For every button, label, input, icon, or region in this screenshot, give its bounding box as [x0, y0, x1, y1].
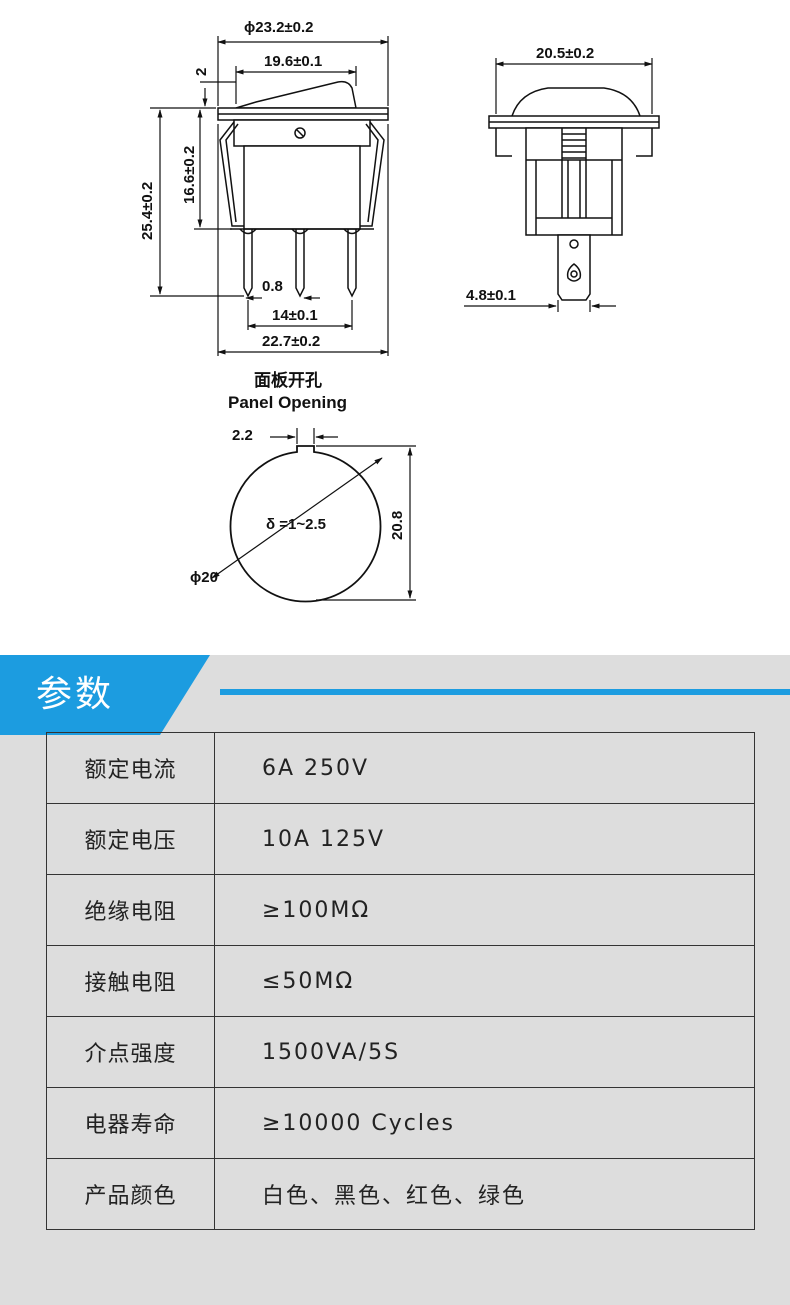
dim-flange-width: 20.5±0.2: [536, 45, 594, 62]
screw-hole: [294, 127, 306, 139]
side-body: [525, 127, 623, 236]
spec-value: 6A 250V: [214, 732, 755, 804]
spec-value: ≥10000 Cycles: [214, 1087, 755, 1159]
panel-opening-title-en: Panel Opening: [228, 393, 347, 412]
side-view: [488, 87, 660, 301]
spec-label: 绝缘电阻: [46, 874, 215, 946]
spec-value: ≤50MΩ: [214, 945, 755, 1017]
side-clip-right: [636, 128, 653, 157]
right-clip: [360, 121, 385, 227]
table-row: 介点强度 1500VA/5S: [46, 1016, 755, 1088]
dim-rocker-offset: 2: [193, 68, 210, 76]
dim-terminal-pitch: 14±0.1: [272, 307, 318, 324]
dim-panel-thickness: δ =1~2.5: [266, 516, 326, 533]
dim-body-width: 22.7±0.2: [262, 333, 320, 350]
spring: [561, 128, 587, 218]
front-view: [217, 80, 389, 298]
dim-total-height: 25.4±0.2: [139, 182, 156, 240]
table-row: 电器寿命 ≥10000 Cycles: [46, 1087, 755, 1159]
table-row: 额定电压 10A 125V: [46, 803, 755, 875]
spec-value: 10A 125V: [214, 803, 755, 875]
spec-label: 介点强度: [46, 1016, 215, 1088]
section-title-rule: [220, 689, 790, 695]
body-upper: [233, 119, 371, 147]
parameters-section: 参数 额定电流 6A 250V 额定电压 10A 125V 绝缘电阻 ≥100M…: [0, 655, 790, 1305]
spec-value: 白色、黑色、红色、绿色: [214, 1158, 755, 1230]
dim-body-height: 16.6±0.2: [181, 146, 198, 204]
spec-label: 额定电流: [46, 732, 215, 804]
body-lower: [243, 145, 361, 230]
table-row: 产品颜色 白色、黑色、红色、绿色: [46, 1158, 755, 1230]
dim-opening-height: 20.8: [389, 511, 406, 540]
dim-rocker-width: 19.6±0.1: [264, 53, 322, 70]
section-title: 参数: [36, 674, 115, 715]
dim-terminal-width: 0.8: [262, 278, 283, 295]
rocker-dome: [511, 87, 641, 117]
rocker-cap: [235, 80, 357, 109]
spec-table: 额定电流 6A 250V 额定电压 10A 125V 绝缘电阻 ≥100MΩ 接…: [46, 732, 755, 1230]
spec-value: 1500VA/5S: [214, 1016, 755, 1088]
dim-side-terminal-width: 4.8±0.1: [466, 287, 516, 304]
spec-label: 产品颜色: [46, 1158, 215, 1230]
spec-label: 额定电压: [46, 803, 215, 875]
spec-value: ≥100MΩ: [214, 874, 755, 946]
spec-label: 接触电阻: [46, 945, 215, 1017]
panel-opening-title-cn: 面板开孔: [254, 370, 322, 390]
dim-opening-diameter: ϕ20: [190, 569, 218, 586]
terminal-left: [243, 229, 253, 298]
spec-label: 电器寿命: [46, 1087, 215, 1159]
dim-key-width: 2.2: [232, 427, 253, 444]
table-row: 额定电流 6A 250V: [46, 732, 755, 804]
dim-outer-diameter: ϕ23.2±0.2: [244, 19, 314, 36]
table-row: 接触电阻 ≤50MΩ: [46, 945, 755, 1017]
section-title-tab: [0, 655, 210, 735]
side-clip-left: [495, 128, 512, 157]
table-row: 绝缘电阻 ≥100MΩ: [46, 874, 755, 946]
terminal-center: [295, 229, 305, 298]
left-clip: [219, 121, 244, 227]
terminal-right: [347, 229, 357, 298]
technical-drawing: ϕ23.2±0.2 19.6±0.1 2 16.6±0.2 25.4±0.2 0…: [0, 0, 790, 625]
side-terminal: [557, 234, 591, 301]
